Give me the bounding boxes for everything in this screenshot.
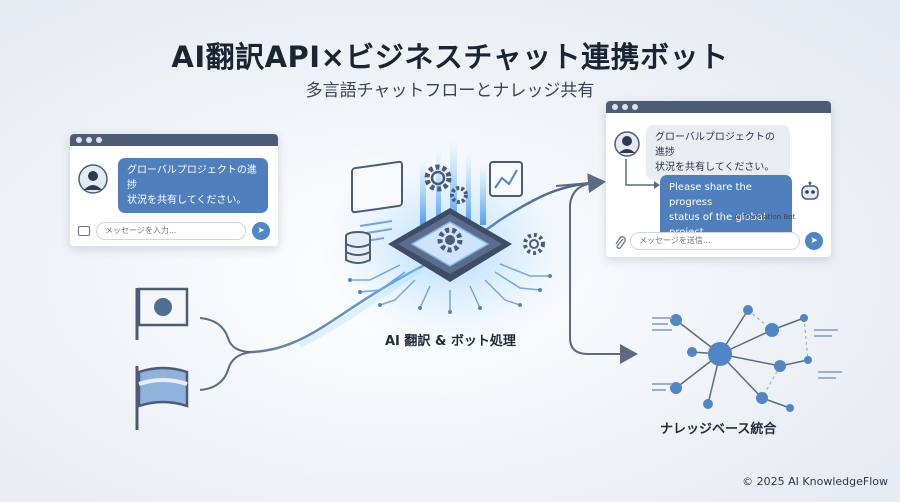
circuit-nodes — [348, 274, 552, 314]
left-message-line2: 状況を共有してください。 — [127, 195, 247, 206]
page-title: AI翻訳API×ビジネスチャット連携ボット — [171, 40, 729, 74]
image-attach-icon[interactable] — [78, 226, 90, 236]
copyright-text: © 2025 AI KnowledgeFlow — [742, 475, 888, 488]
send-icon[interactable]: ➤ — [252, 222, 270, 240]
page-subtitle: 多言語チャットフローとナレッジ共有 — [305, 81, 595, 101]
left-message-line1: グローバルプロジェクトの進捗 — [127, 165, 257, 191]
original-message-bubble: グローバルプロジェクトの進捗 状況を共有してください。 — [646, 125, 790, 180]
translated-message-line1: Please share the progress — [669, 182, 752, 208]
left-chat-window: グローバルプロジェクトの進捗 状況を共有してください。 メッセージを入力... … — [70, 134, 278, 246]
knowledge-network — [652, 305, 842, 412]
knowledge-base-label: ナレッジベース統合 — [660, 422, 777, 437]
ai-chip-icon — [388, 208, 512, 282]
user-avatar-icon — [78, 164, 108, 194]
chart-panel-icon — [489, 161, 523, 197]
original-message-line2: 状況を共有してください。 — [655, 162, 775, 173]
window-titlebar — [606, 101, 831, 113]
right-chat-window: グローバルプロジェクトの進捗 状況を共有してください。 Please share… — [606, 101, 831, 257]
paperclip-icon[interactable] — [614, 235, 626, 249]
left-message-bubble: グローバルプロジェクトの進捗 状況を共有してください。 — [118, 158, 268, 213]
flag-connector-bottom — [199, 351, 253, 391]
bot-avatar-icon — [801, 181, 819, 200]
japan-flag-icon — [135, 287, 189, 340]
arrow-to-knowledge — [569, 182, 638, 364]
ai-processing-label: AI 翻訳 & ボット処理 — [385, 334, 516, 349]
language-flag-icon — [135, 366, 189, 430]
right-message-input[interactable]: メッセージを送信... — [630, 232, 800, 250]
left-message-input[interactable]: メッセージを入力... — [96, 222, 246, 240]
gear-icon — [424, 164, 545, 255]
database-icon — [345, 231, 371, 264]
window-titlebar — [70, 134, 278, 146]
send-icon[interactable]: ➤ — [805, 232, 823, 250]
circuit-traces — [350, 263, 550, 312]
bot-label: AI Translation Bot — [734, 213, 796, 221]
flag-connector-top — [199, 317, 253, 353]
original-message-line1: グローバルプロジェクトの進捗 — [655, 132, 775, 158]
user-avatar-icon — [614, 131, 640, 157]
translation-connector — [625, 159, 660, 189]
